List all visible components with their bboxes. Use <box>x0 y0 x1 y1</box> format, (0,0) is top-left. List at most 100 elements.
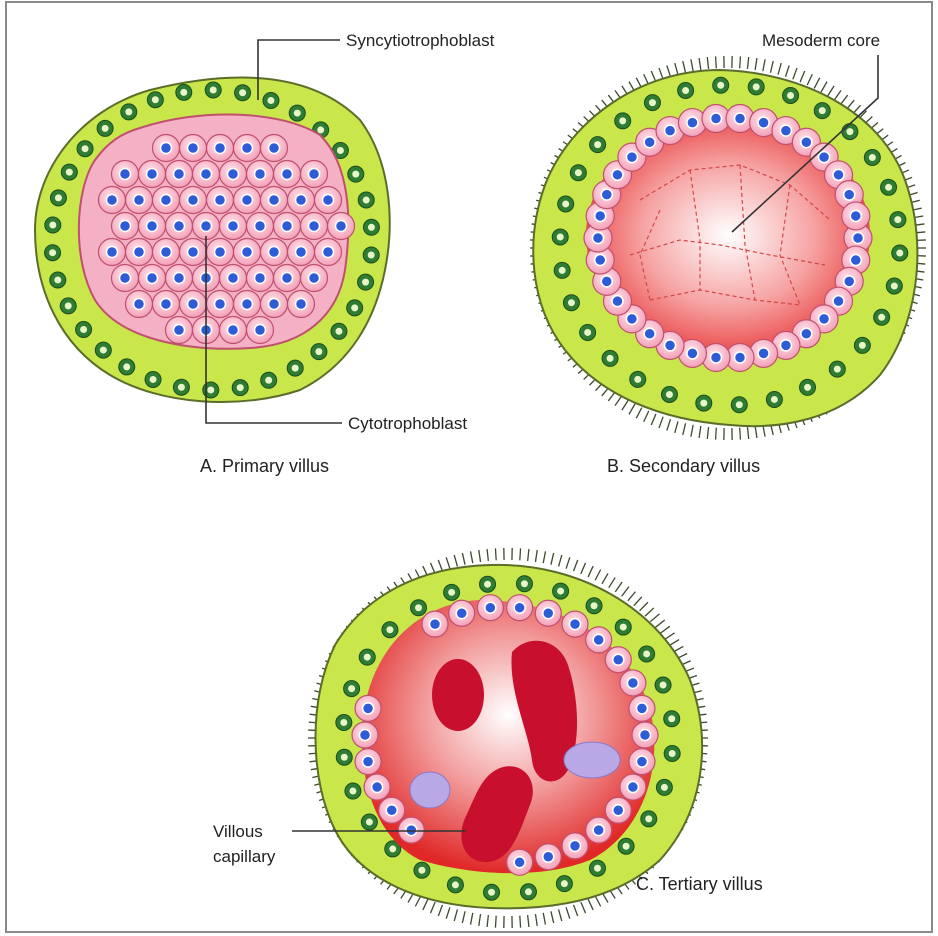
syncytium-nucleus-center <box>634 376 641 383</box>
microvillus <box>487 915 488 927</box>
cytotrophoblast-nucleus <box>120 273 131 284</box>
cytotrophoblast-nucleus <box>161 195 172 206</box>
microvillus <box>691 59 693 71</box>
cytotrophoblast-nucleus <box>601 189 612 200</box>
syncytium-nucleus-center <box>736 401 743 408</box>
syncytium-nucleus-center <box>341 754 348 761</box>
label-syncytiotrophoblast: Syncytiotrophoblast <box>346 31 495 50</box>
microvillus <box>471 551 473 563</box>
microvillus <box>535 550 537 562</box>
syncytium-nucleus-center <box>368 224 375 231</box>
cytotrophoblast-nucleus <box>215 195 226 206</box>
cytotrophoblast-nucleus <box>147 273 158 284</box>
syncytium-nucleus-center <box>885 184 892 191</box>
syncytium-nucleus-center <box>362 279 369 286</box>
microvillus <box>716 428 717 440</box>
cytotrophoblast-nucleus <box>296 247 307 258</box>
cytotrophoblast-nucleus <box>363 703 374 714</box>
microvillus <box>528 549 529 561</box>
syncytium-nucleus-center <box>349 787 356 794</box>
syncytium-nucleus-center <box>584 329 591 336</box>
syncytium-nucleus-center <box>294 110 301 117</box>
syncytium-nucleus-center <box>348 685 355 692</box>
syncytium-nucleus-center <box>649 99 656 106</box>
cytotrophoblast-nucleus <box>309 221 320 232</box>
microvillus <box>828 86 834 96</box>
microvillus <box>446 907 450 918</box>
microvillus <box>438 905 442 916</box>
microvillus <box>520 916 521 928</box>
microvillus <box>755 58 757 70</box>
syncytium-nucleus-center <box>623 843 630 850</box>
cytotrophoblast-nucleus <box>255 273 266 284</box>
cytotrophoblast-nucleus <box>644 328 655 339</box>
syncytium-nucleus-center <box>869 154 876 161</box>
cytotrophoblast-nucleus <box>406 825 417 836</box>
syncytium-nucleus-center <box>668 715 675 722</box>
syncytium-nucleus-center <box>125 108 132 115</box>
syncytium-nucleus-center <box>878 314 885 321</box>
cytotrophoblast-nucleus <box>543 608 554 619</box>
syncytium-nucleus-center <box>591 602 598 609</box>
syncytium-nucleus-center <box>819 107 826 114</box>
syncytium-nucleus-center <box>49 249 56 256</box>
cytotrophoblast-nucleus <box>853 233 864 244</box>
syncytium-nucleus-center <box>340 719 347 726</box>
microvillus <box>665 633 675 640</box>
cytotrophoblast-nucleus <box>228 325 239 336</box>
syncytium-nucleus-center <box>317 126 324 133</box>
cytotrophoblast-nucleus <box>147 221 158 232</box>
cytotrophoblast-nucleus <box>161 299 172 310</box>
syncytium-nucleus-center <box>337 147 344 154</box>
panel-c-tertiary-villus <box>308 548 708 928</box>
microvillus <box>814 78 820 89</box>
cytotrophoblast-nucleus <box>456 608 467 619</box>
cytotrophoblast-nucleus <box>734 113 745 124</box>
cytotrophoblast-nucleus <box>570 840 581 851</box>
microvillus <box>655 620 664 627</box>
microvillus <box>615 396 622 406</box>
cytotrophoblast-nucleus <box>570 619 581 630</box>
syncytium-nucleus-center <box>787 92 794 99</box>
microvillus <box>574 905 578 916</box>
cytotrophoblast-nucleus <box>593 233 604 244</box>
cytotrophoblast-nucleus <box>780 340 791 351</box>
microvillus <box>675 63 678 75</box>
cytotrophoblast-nucleus <box>255 169 266 180</box>
microvillus <box>785 65 789 76</box>
microvillus <box>543 551 545 563</box>
microvillus <box>683 423 686 435</box>
cytotrophoblast-nucleus <box>758 117 769 128</box>
cytotrophoblast-nucleus <box>309 273 320 284</box>
cytotrophoblast-nucleus <box>613 805 624 816</box>
syncytium-nucleus-center <box>894 216 901 223</box>
microvillus <box>740 56 741 68</box>
microvillus <box>628 592 636 601</box>
microvillus <box>683 61 686 73</box>
microvillus <box>747 427 748 439</box>
caption-secondary-villus: B. Secondary villus <box>607 456 760 476</box>
microvillus <box>793 68 797 79</box>
cytotrophoblast-nucleus <box>228 169 239 180</box>
cytotrophoblast-nucleus <box>269 195 280 206</box>
syncytium-nucleus-center <box>80 326 87 333</box>
cytotrophoblast-nucleus <box>188 195 199 206</box>
microvillus <box>528 915 529 927</box>
cytotrophoblast-nucleus <box>242 299 253 310</box>
syncytium-nucleus-center <box>525 888 532 895</box>
microvillus <box>559 555 562 567</box>
syncytium-nucleus-center <box>682 87 689 94</box>
cytotrophoblast-nucleus <box>242 143 253 154</box>
microvillus <box>755 426 757 438</box>
cytotrophoblast-nucleus <box>188 247 199 258</box>
microvillus <box>471 913 473 925</box>
cytotrophoblast-nucleus <box>215 143 226 154</box>
cytotrophoblast-nucleus <box>269 247 280 258</box>
cytotrophoblast-nucleus <box>323 247 334 258</box>
cytotrophoblast-nucleus <box>665 125 676 136</box>
syncytium-nucleus-center <box>619 117 626 124</box>
syncytium-nucleus-center <box>292 365 299 372</box>
cytotrophoblast-nucleus <box>255 221 266 232</box>
cytotrophoblast-nucleus <box>665 340 676 351</box>
syncytium-nucleus-center <box>859 342 866 349</box>
